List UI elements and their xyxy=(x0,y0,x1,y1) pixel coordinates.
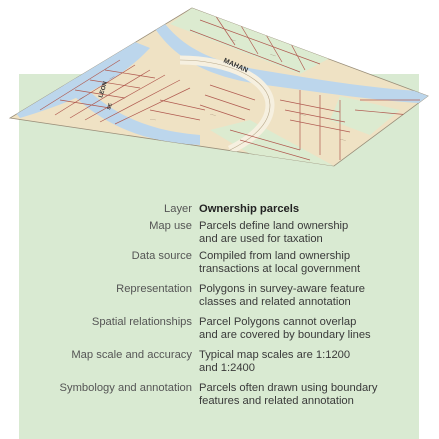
row-value-line: and 1:2400 xyxy=(199,361,255,374)
row-value-line: and are covered by boundary lines xyxy=(199,328,371,341)
svg-text:-----: ----- xyxy=(270,52,277,58)
row-value-line: Compiled from land ownership xyxy=(199,250,351,262)
lot-area xyxy=(330,96,400,135)
row-value-line: Polygons in survey-aware feature xyxy=(199,283,366,295)
row-label: Map use xyxy=(149,220,192,232)
info-row-data-source: Data source Compiled from land ownership… xyxy=(19,250,419,283)
row-label: Layer xyxy=(164,203,192,215)
row-label: Symbology and annotation xyxy=(59,382,192,394)
svg-text:-----: ----- xyxy=(210,112,216,117)
row-value-line: transactions at local government xyxy=(199,262,361,275)
svg-text:-----: ----- xyxy=(109,75,116,81)
layer-name: Ownership parcels xyxy=(199,203,300,215)
row-value: Typical map scales are 1:1200 and 1:2400 xyxy=(199,349,419,374)
svg-text:-----: ----- xyxy=(230,37,237,43)
info-row-map-scale: Map scale and accuracy Typical map scale… xyxy=(19,349,419,382)
row-value: Polygons in survey-aware feature classes… xyxy=(199,283,419,308)
row-label: Map scale and accuracy xyxy=(71,349,192,361)
row-value: Parcels often drawn using boundary featu… xyxy=(199,382,419,407)
info-row-map-use: Map use Parcels define land ownership an… xyxy=(19,220,419,250)
svg-text:-----: ----- xyxy=(340,137,346,142)
row-value-line: Parcels define land ownership xyxy=(199,220,349,232)
row-value: Compiled from land ownership transaction… xyxy=(199,250,419,275)
row-value-line: Parcel Polygons cannot overlap xyxy=(199,316,357,328)
info-row-spatial-relationships: Spatial relationships Parcel Polygons ca… xyxy=(19,316,419,349)
svg-text:-----: ----- xyxy=(300,112,306,117)
layer-info-table: Layer Ownership parcels Map use Parcels … xyxy=(19,203,419,412)
info-row-symbology: Symbology and annotation Parcels often d… xyxy=(19,382,419,412)
lot-area xyxy=(210,120,334,166)
row-value: Parcels define land ownership and are us… xyxy=(199,220,419,245)
row-value-line: features and related annotation xyxy=(199,394,354,407)
curved-road-edge xyxy=(179,59,271,151)
svg-text:-----: ----- xyxy=(79,95,86,101)
row-label: Representation xyxy=(116,283,192,295)
svg-text:-----: ----- xyxy=(150,117,156,122)
parcel-map-illustration: ----- ----- ----- ----- ----- ----- ----… xyxy=(0,0,439,200)
row-value-line: and are used for taxation xyxy=(199,232,323,245)
row-label: Spatial relationships xyxy=(91,316,192,328)
street-label-se: SE xyxy=(106,102,114,111)
parcel-map-svg: ----- ----- ----- ----- ----- ----- ----… xyxy=(8,7,429,167)
layer-row: Layer Ownership parcels xyxy=(19,203,419,220)
row-value-line: classes and related annotation xyxy=(199,295,351,308)
parcel-annotations: ----- ----- ----- ----- ----- ----- ----… xyxy=(79,37,347,142)
parcel-boundaries xyxy=(39,14,420,161)
info-row-representation: Representation Polygons in survey-aware … xyxy=(19,283,419,316)
row-label: Data source xyxy=(131,250,192,262)
row-value: Parcel Polygons cannot overlap and are c… xyxy=(199,316,419,341)
row-value-line: Parcels often drawn using boundary xyxy=(199,382,378,394)
street-label-leon: LEON xyxy=(98,81,109,99)
water-channel xyxy=(140,8,428,104)
row-value-line: Typical map scales are 1:1200 xyxy=(199,349,351,361)
